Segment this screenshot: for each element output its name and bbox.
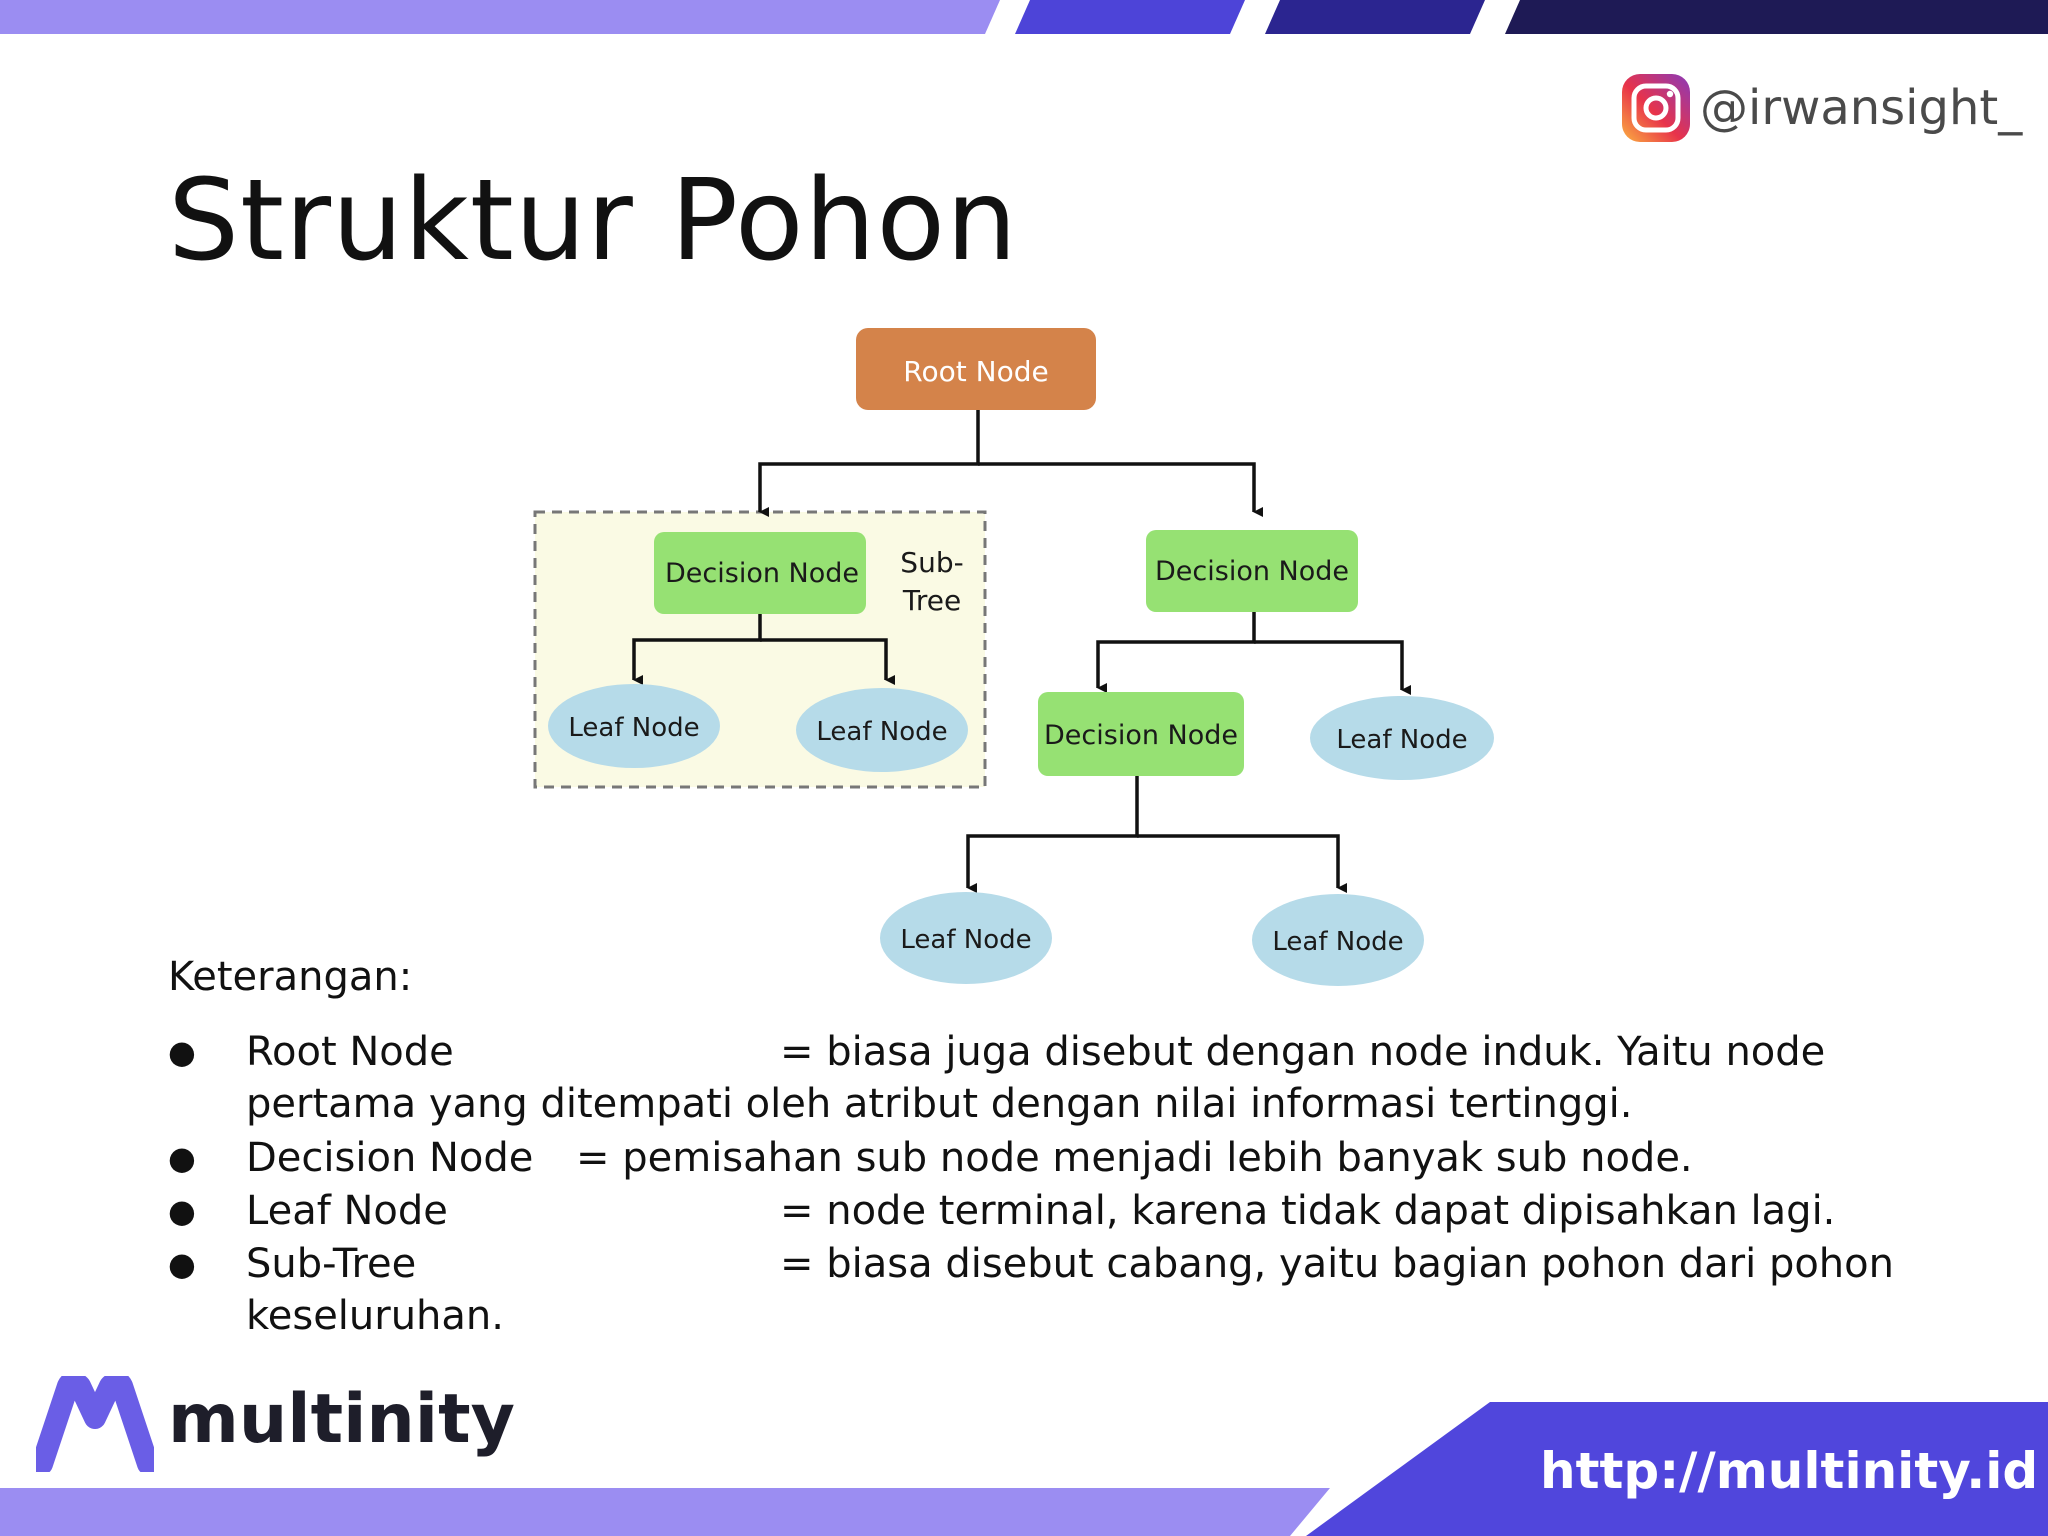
legend-desc: = pemisahan sub node menjadi lebih banya… (576, 1135, 1693, 1181)
edge-decision-right-to-decision-lower (1096, 612, 1256, 693)
top-band-light-segment (0, 0, 1000, 34)
tree-diagram: Root Node Decision Node Decision Node De… (533, 328, 1494, 986)
slide-title: Struktur Pohon (168, 156, 1019, 286)
multinity-logo-icon (36, 1376, 154, 1472)
edge-decision-lower-to-leaf-d (966, 776, 1139, 893)
instagram-icon (1622, 74, 1690, 142)
edge-decision-lower-to-leaf-e (1137, 834, 1347, 893)
edge-root-to-decision-right (978, 462, 1263, 517)
legend-term: Leaf Node (246, 1188, 448, 1234)
decision-node-right-label: Decision Node (1155, 556, 1349, 587)
decision-node-left-label: Decision Node (665, 558, 859, 589)
top-band-dark-segment (1265, 0, 1485, 34)
leaf-node-c-label: Leaf Node (1336, 725, 1467, 755)
top-band (0, 0, 2048, 34)
legend-desc: = biasa juga disebut dengan node induk. … (780, 1029, 1826, 1075)
leaf-node-e-label: Leaf Node (1272, 927, 1403, 957)
top-band-darkest-segment (1505, 0, 2048, 34)
bullet-icon: ● (168, 1245, 196, 1283)
leaf-node-a-label: Leaf Node (568, 713, 699, 743)
legend-desc: = node terminal, karena tidak dapat dipi… (780, 1188, 1836, 1234)
bullet-icon: ● (168, 1139, 196, 1177)
leaf-node-b-label: Leaf Node (816, 717, 947, 747)
leaf-node-d-label: Leaf Node (900, 925, 1031, 955)
leaf-node-b: Leaf Node (796, 688, 968, 772)
legend-term: Sub-Tree (246, 1241, 417, 1287)
brand-name: multinity (168, 1380, 515, 1459)
edge-decision-right-to-leaf-c (1254, 640, 1411, 695)
legend-term: Decision Node (246, 1135, 534, 1181)
top-band-mid-segment (1015, 0, 1245, 34)
legend-term: Root Node (246, 1029, 454, 1075)
website-link[interactable]: http://multinity.id (1540, 1442, 2039, 1500)
decision-node-lower-label: Decision Node (1044, 720, 1238, 751)
tree-connectors (632, 410, 1411, 893)
bullet-icon: ● (168, 1192, 196, 1230)
edge-root-to-decision-left (758, 410, 980, 517)
decision-node-right: Decision Node (1146, 530, 1358, 612)
leaf-node-e: Leaf Node (1252, 894, 1424, 986)
decision-node-left: Decision Node (654, 532, 866, 614)
instagram-handle: @irwansight_ (1700, 80, 2023, 136)
legend-desc-continued: pertama yang ditempati oleh atribut deng… (246, 1081, 1633, 1127)
root-node-label: Root Node (903, 355, 1048, 388)
subtree-label-line1: Sub- (900, 546, 963, 579)
leaf-node-c: Leaf Node (1310, 696, 1494, 780)
edge-decision-left-to-leaf-a (632, 614, 762, 685)
root-node: Root Node (856, 328, 1096, 410)
bottom-band (0, 1402, 2048, 1536)
legend-heading: Keterangan: (168, 954, 413, 1000)
decision-node-lower: Decision Node (1038, 692, 1244, 776)
legend-desc: = biasa disebut cabang, yaitu bagian poh… (780, 1241, 1894, 1287)
subtree-label-line2: Tree (902, 584, 961, 617)
bullet-icon: ● (168, 1033, 196, 1071)
leaf-node-d: Leaf Node (880, 892, 1052, 984)
bottom-band-accent-segment (1306, 1402, 2048, 1536)
legend-desc-continued: keseluruhan. (246, 1293, 504, 1339)
edge-decision-left-to-leaf-b (760, 638, 895, 685)
leaf-node-a: Leaf Node (548, 684, 720, 768)
bottom-band-light-segment (0, 1488, 1330, 1536)
